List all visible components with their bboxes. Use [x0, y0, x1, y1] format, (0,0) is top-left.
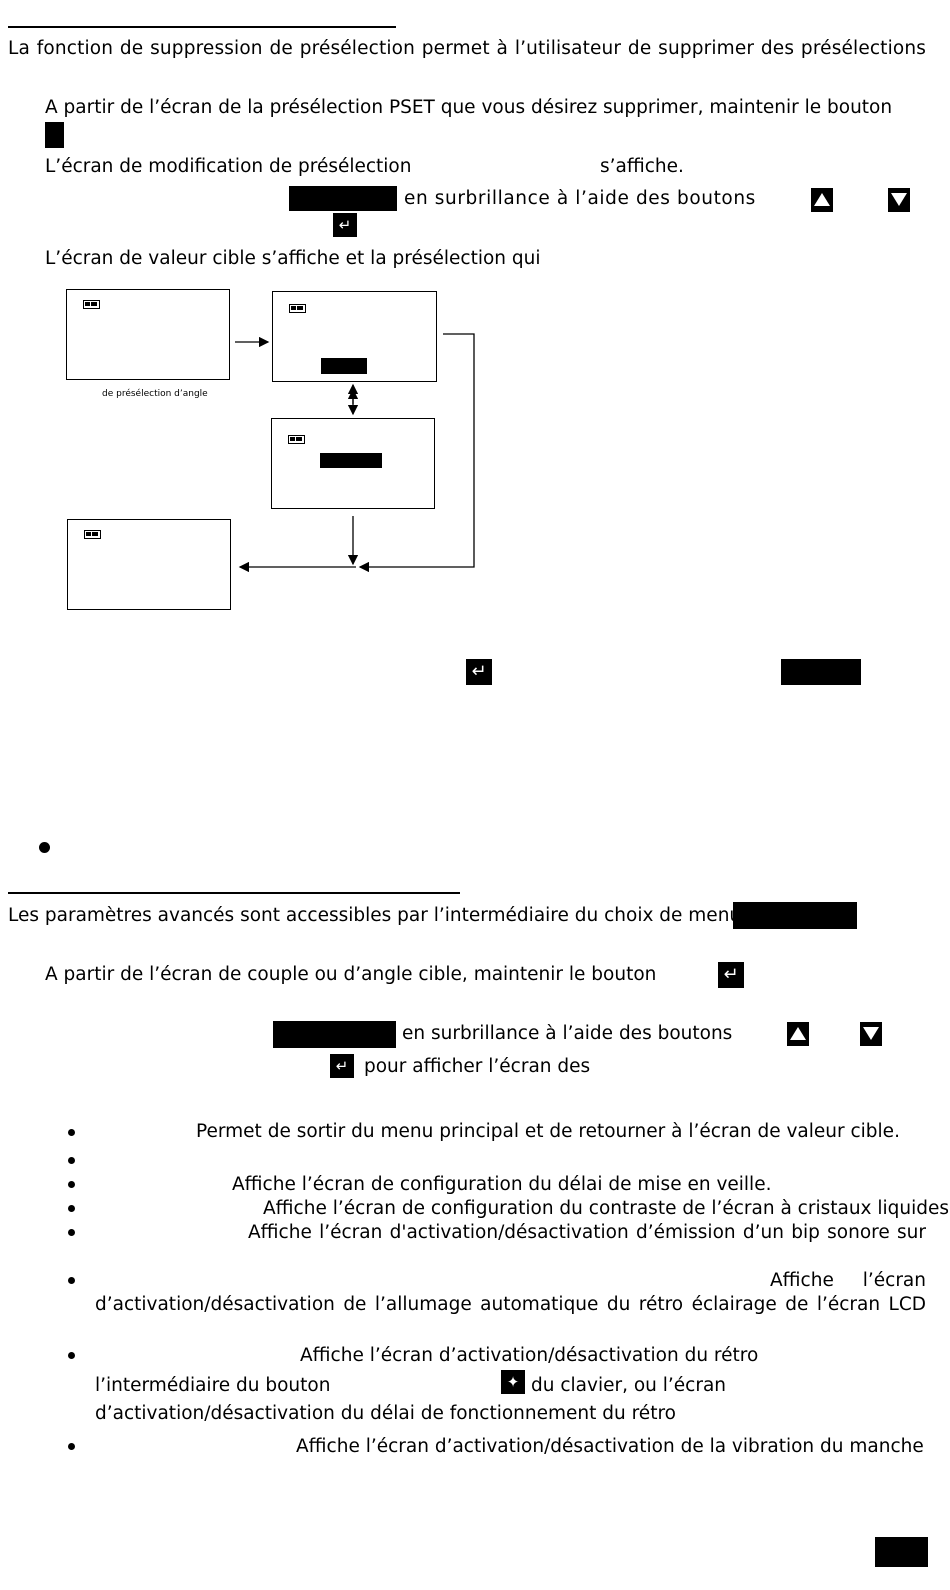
bullet — [68, 1277, 75, 1284]
screen-preset-modify — [272, 291, 437, 382]
enter-key-icon: ↵ — [466, 659, 492, 685]
down-arrow-key-icon — [888, 188, 910, 212]
diagram-caption: de présélection d’angle — [102, 389, 208, 399]
bullet — [68, 1229, 75, 1236]
redacted-key — [45, 122, 64, 148]
section2-step3: pour afficher l’écran des — [364, 1056, 591, 1077]
page-number-block — [875, 1537, 928, 1567]
section1-step2b: s’affiche. — [600, 156, 684, 177]
section-rule-2 — [8, 892, 460, 894]
bullet-text-4: Affiche l’écran de configuration du cont… — [263, 1198, 950, 1219]
section2-step2: en surbrillance à l’aide des boutons — [402, 1023, 733, 1044]
section1-step2a: L’écran de modification de présélection — [45, 156, 412, 177]
bullet-text-7c: du clavier, ou l’écran — [531, 1375, 726, 1396]
down-arrow-key-icon — [860, 1022, 882, 1046]
enter-key-icon: ↵ — [718, 962, 744, 988]
bullet-text-7b: l’intermédiaire du bouton — [95, 1375, 331, 1396]
battery-icon — [288, 435, 305, 444]
bullet — [39, 842, 50, 853]
bullet — [68, 1181, 75, 1188]
battery-icon — [83, 300, 100, 309]
highlighted-option — [321, 358, 367, 374]
bullet — [68, 1205, 75, 1212]
highlighted-option — [320, 453, 382, 468]
up-arrow-key-icon — [811, 188, 833, 212]
up-arrow-key-icon — [787, 1022, 809, 1046]
bullet-text-7a: Affiche l’écran d’activation/désactivati… — [300, 1345, 759, 1366]
bullet-text-6a: Affiche l’écran — [770, 1270, 926, 1291]
section1-step4: L’écran de valeur cible s’affiche et la … — [45, 248, 541, 269]
redacted-menu-choice — [733, 902, 857, 929]
section1-intro: La fonction de suppression de présélecti… — [8, 38, 926, 59]
battery-icon — [84, 530, 101, 539]
redacted-label — [781, 659, 861, 685]
section1-step3: en surbrillance à l’aide des boutons — [404, 188, 756, 209]
section2-step1: A partir de l’écran de couple ou d’angle… — [45, 964, 657, 985]
bullet-text-1: Permet de sortir du menu principal et de… — [196, 1121, 900, 1142]
bullet-text-7d: d’activation/désactivation du délai de f… — [95, 1403, 676, 1424]
screen-target-value — [66, 289, 230, 380]
bullet — [68, 1443, 75, 1450]
redacted-menu-item — [289, 186, 397, 211]
bullet-text-8: Affiche l’écran d’activation/désactivati… — [296, 1436, 924, 1457]
bullet-text-3: Affiche l’écran de configuration du déla… — [232, 1174, 772, 1195]
bullet — [68, 1352, 75, 1359]
bullet — [68, 1129, 75, 1136]
enter-key-icon: ↵ — [330, 1054, 354, 1078]
battery-icon — [289, 304, 306, 313]
section-rule-1 — [8, 26, 396, 28]
bullet-text-6b: d’activation/désactivation de l’allumage… — [95, 1294, 926, 1315]
screen-preset-select — [271, 418, 435, 509]
section1-step1: A partir de l’écran de la présélection P… — [45, 97, 893, 118]
bullet — [68, 1157, 75, 1164]
bullet-text-5: Affiche l’écran d'activation/désactivati… — [248, 1222, 926, 1243]
backlight-key-icon: ✦ — [501, 1370, 525, 1394]
section2-intro: Les paramètres avancés sont accessibles … — [8, 905, 742, 926]
screen-result — [67, 519, 231, 610]
redacted-menu-item — [273, 1021, 396, 1048]
enter-key-icon: ↵ — [333, 213, 357, 237]
